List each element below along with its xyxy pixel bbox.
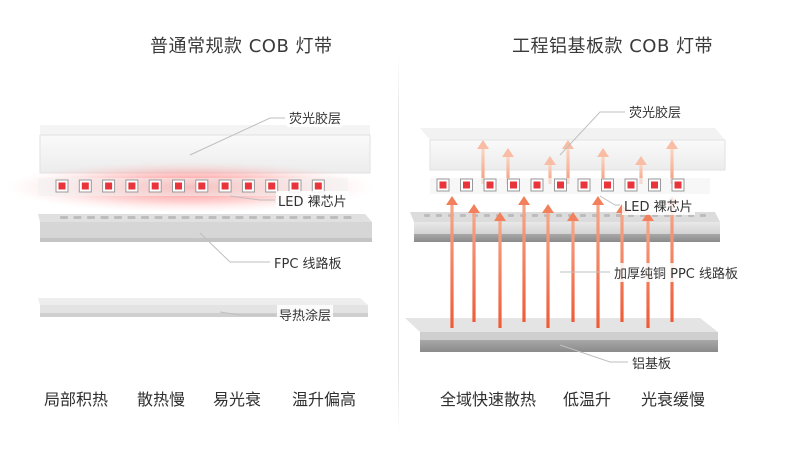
emission-arrow <box>635 156 647 184</box>
emission-arrow <box>544 156 556 184</box>
left-label-phosphor: 荧光胶层 <box>287 108 344 127</box>
emission-arrow <box>666 140 678 184</box>
right-label-phosphor: 荧光胶层 <box>627 102 684 121</box>
emission-arrow <box>597 148 609 184</box>
heat-arrow <box>494 212 506 328</box>
right-led-chip <box>483 178 497 192</box>
heat-arrow <box>446 196 458 328</box>
left-label-fpc: FPC 线路板 <box>272 253 344 272</box>
left-led-chip <box>148 179 162 193</box>
left-led-chip <box>218 179 232 193</box>
right-led-chip <box>577 178 591 192</box>
left-fpc-board <box>38 214 372 242</box>
right-footer-1: 全域快速散热 <box>440 390 537 409</box>
right-led-chip <box>671 178 685 192</box>
left-led-strip <box>38 178 348 196</box>
left-led-chip <box>125 179 139 193</box>
left-label-led: LED 裸芯片 <box>276 191 349 210</box>
right-led-strip <box>430 178 710 194</box>
panel-divider <box>398 55 399 435</box>
right-phosphor-layer <box>420 128 726 171</box>
left-led-chip <box>172 179 185 193</box>
emission-arrow <box>502 148 514 184</box>
left-led-chip <box>241 179 255 193</box>
right-footer-3: 光衰缓慢 <box>641 390 706 409</box>
right-led-chip <box>530 178 544 192</box>
right-led-chip <box>601 178 614 192</box>
heat-arrow <box>468 204 480 322</box>
left-footer-4: 温升偏高 <box>292 390 357 409</box>
right-footer-2: 低温升 <box>563 390 612 409</box>
right-panel-title: 工程铝基板款 COB 灯带 <box>512 36 714 57</box>
right-led-chip <box>460 178 473 192</box>
right-aluminum-base <box>405 318 718 352</box>
right-emission-arrows <box>477 140 678 184</box>
right-led-chip <box>507 178 520 192</box>
left-led-chip <box>288 179 302 193</box>
left-label-thermal: 导热涂层 <box>277 305 334 324</box>
left-panel-title: 普通常规款 COB 灯带 <box>150 36 333 57</box>
right-label-fpc: 加厚纯铜 PPC 线路板 <box>612 263 741 282</box>
left-led-chip <box>55 179 69 193</box>
heat-arrow <box>518 196 530 322</box>
left-led-chip <box>78 179 92 193</box>
right-led-chip <box>648 178 661 192</box>
left-footer-3: 易光衰 <box>213 390 262 409</box>
left-led-chip <box>265 179 279 193</box>
right-led-chip <box>624 178 638 192</box>
left-footer-1: 局部积热 <box>44 390 109 409</box>
left-footer-2: 散热慢 <box>137 390 186 409</box>
right-label-led: LED 裸芯片 <box>622 196 695 215</box>
right-leader-lines <box>559 111 628 363</box>
heat-arrow <box>592 196 604 328</box>
heat-arrow <box>542 204 554 328</box>
emission-arrow <box>477 140 489 184</box>
left-led-chip <box>195 179 209 193</box>
heat-arrow <box>567 212 579 322</box>
emission-arrow <box>562 140 574 184</box>
left-thermal-coating <box>38 298 368 317</box>
left-led-chip <box>102 179 116 193</box>
right-led-chip <box>436 178 450 192</box>
left-leader-lines <box>189 117 285 316</box>
right-label-aluminum: 铝基板 <box>630 353 674 372</box>
right-led-chip <box>554 178 567 192</box>
